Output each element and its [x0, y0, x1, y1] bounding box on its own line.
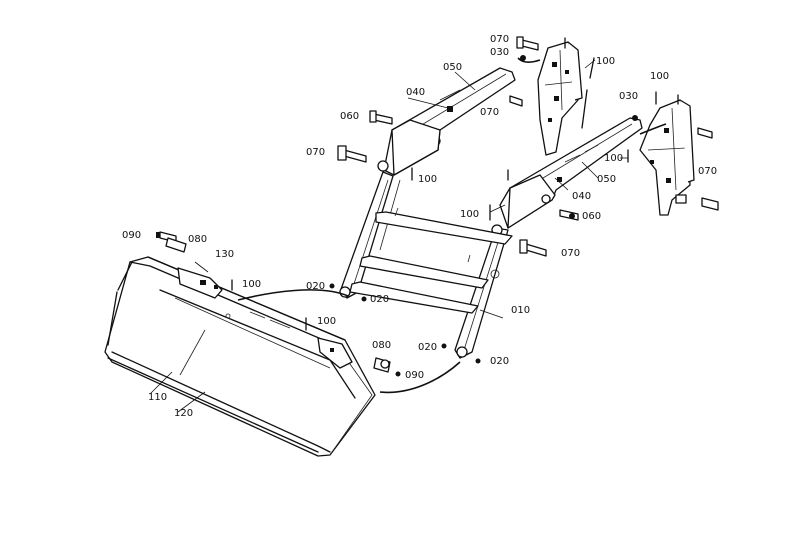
label-070-right-lower: 070 — [561, 248, 580, 259]
label-080-left: 080 — [188, 234, 207, 245]
label-100-right-bracket-top: 100 — [650, 71, 669, 82]
label-070-top: 070 — [490, 34, 509, 45]
label-040-left-arm: 040 — [406, 87, 425, 98]
label-020-left-b: 020 — [370, 294, 389, 305]
label-020-right-a: 020 — [418, 342, 437, 353]
label-060-left: 060 — [340, 111, 359, 122]
label-100-left-arm: 100 — [418, 174, 437, 185]
label-110: 110 — [148, 392, 167, 403]
right-mount-bracket — [639, 94, 695, 216]
label-060-right: 060 — [582, 211, 601, 222]
label-020-left-a: 020 — [306, 281, 325, 292]
label-100-right-arm: 100 — [460, 209, 479, 220]
label-100-bucket-left: 100 — [242, 279, 261, 290]
label-070-mid: 070 — [480, 107, 499, 118]
label-120: 120 — [174, 408, 193, 419]
label-040-right-arm: 040 — [572, 191, 591, 202]
label-080-bucket: 080 — [372, 340, 391, 351]
label-070-left: 070 — [306, 147, 325, 158]
label-090-bucket: 090 — [405, 370, 424, 381]
label-130: 130 — [215, 249, 234, 260]
label-100-top-left-bracket: 100 — [596, 56, 615, 67]
label-030-right: 030 — [619, 91, 638, 102]
label-020-right-b: 020 — [490, 356, 509, 367]
leader-lines — [149, 59, 628, 413]
bucket — [104, 256, 376, 457]
label-100-right-mid: 100 — [604, 153, 623, 164]
label-030-top: 030 — [490, 47, 509, 58]
hardware — [156, 36, 719, 377]
label-100-bucket-right: 100 — [317, 316, 336, 327]
left-mount-bracket — [537, 37, 583, 156]
label-010: 010 — [511, 305, 530, 316]
loader-frame — [339, 67, 643, 359]
label-090-left: 090 — [122, 230, 141, 241]
label-070-right: 070 — [698, 166, 717, 177]
label-050-right-arm: 050 — [597, 174, 616, 185]
hydraulic-hoses — [237, 57, 667, 394]
part-labels: 070 030 100 050 040 060 070 070 100 100 … — [122, 34, 717, 419]
label-050-left-arm: 050 — [443, 62, 462, 73]
